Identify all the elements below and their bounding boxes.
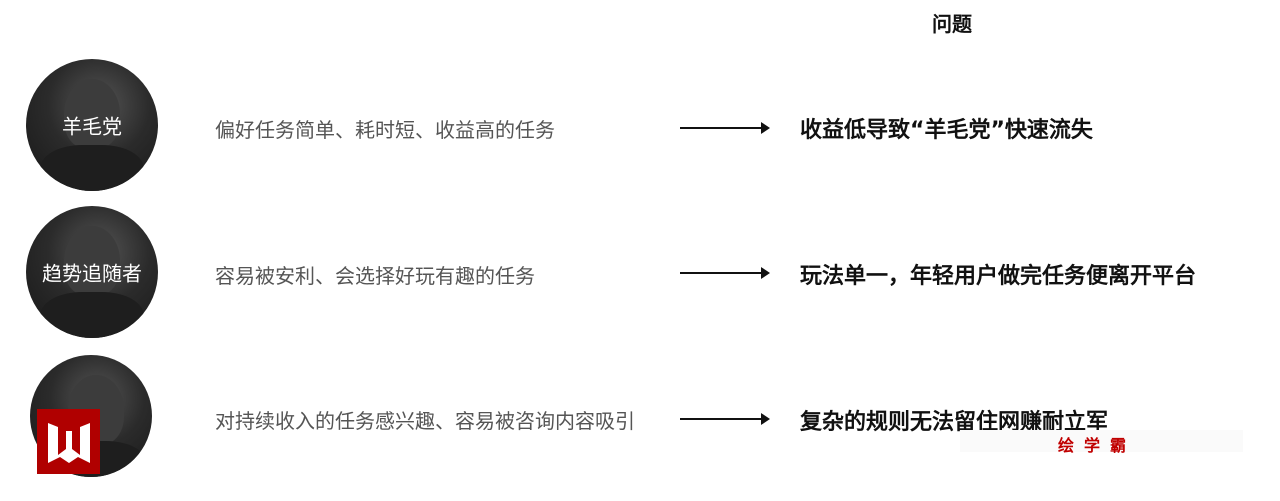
persona-description: 偏好任务简单、耗时短、收益高的任务 xyxy=(215,118,555,142)
watermark-logo-icon xyxy=(37,409,100,474)
arrow-icon xyxy=(680,267,770,279)
persona-label: 羊毛党 xyxy=(62,114,122,139)
persona-avatar-2: 趋势追随者 xyxy=(26,206,158,338)
persona-avatar-1: 羊毛党 xyxy=(26,59,158,191)
problem-text: 玩法单一，年轻用户做完任务便离开平台 xyxy=(800,264,1197,289)
persona-description: 容易被安利、会选择好玩有趣的任务 xyxy=(215,264,535,288)
problems-column-header: 问题 xyxy=(932,12,972,36)
watermark-text: 绘学霸 xyxy=(1058,436,1137,455)
persona-label: 趋势追随者 xyxy=(42,261,142,286)
problem-text: 收益低导致“羊毛党”快速流失 xyxy=(800,118,1093,143)
persona-description: 对持续收入的任务感兴趣、容易被咨询内容吸引 xyxy=(215,409,635,433)
arrow-icon xyxy=(680,413,770,425)
arrow-icon xyxy=(680,122,770,134)
watermark-band xyxy=(960,430,1243,452)
